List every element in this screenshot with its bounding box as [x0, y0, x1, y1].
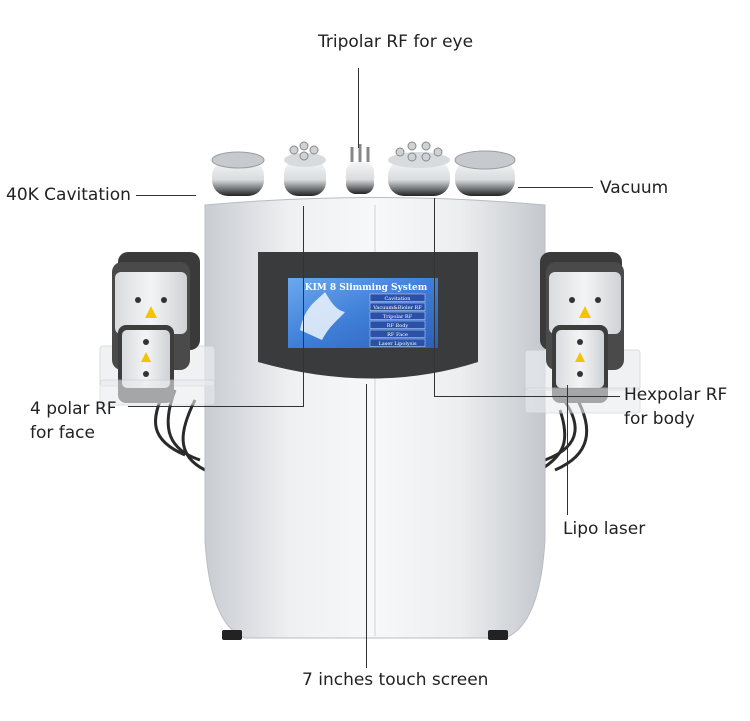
label-hexpolar-line1: Hexpolar RF: [624, 385, 728, 405]
foot-right: [488, 630, 508, 640]
label-4polar-line2: for face: [30, 423, 95, 443]
label-4polar-line1: 4 polar RF: [30, 399, 117, 419]
handpiece-vacuum: [454, 150, 516, 196]
handpiece-hexpolar: [388, 141, 450, 196]
screen-menu-button: [369, 338, 426, 347]
screen-menu-label: RF Face: [387, 332, 408, 338]
label-lipo: Lipo laser: [563, 519, 646, 539]
foot-left: [222, 630, 242, 640]
laser-pad-right: [524, 252, 641, 414]
screen-menu-button: [369, 302, 426, 311]
line-vacuum-h: [518, 187, 593, 188]
handpiece-cavitation: [211, 151, 265, 196]
label-tripolar: Tripolar RF for eye: [318, 32, 474, 52]
screen-menu-label: Laser Lipolysis: [378, 341, 417, 347]
screen-menu-label: Tripolar RF: [383, 314, 413, 320]
screen-menu-button: [369, 311, 426, 320]
line-4polar-v: [303, 206, 304, 406]
label-hexpolar-line2: for body: [624, 409, 695, 429]
screen-title: KIM 8 Slimming System: [305, 283, 428, 293]
line-tripolar: [358, 68, 359, 148]
line-lipo: [567, 385, 568, 515]
screen-menu-label: Vacuum&Bioler RF: [372, 305, 422, 311]
handpiece-4polar: [284, 141, 326, 196]
screen-menu-button: [369, 293, 426, 302]
label-vacuum: Vacuum: [600, 178, 669, 198]
label-cavitation: 40K Cavitation: [6, 185, 131, 205]
screen-menu-label: RF Body: [387, 323, 409, 329]
line-hexpolar-v: [434, 198, 435, 396]
screen-menu-button: [369, 329, 426, 338]
laser-pad-left: [99, 252, 216, 406]
label-screen: 7 inches touch screen: [302, 670, 489, 690]
screen-menu-button: [369, 320, 426, 329]
screen-menu-label: Cavitation: [384, 296, 411, 302]
line-cavitation: [136, 195, 196, 196]
handpiece-tripolar: [346, 144, 374, 194]
line-screen: [366, 384, 367, 668]
screen-figure: [300, 292, 345, 340]
line-hexpolar-h: [434, 396, 620, 397]
line-4polar-h: [128, 406, 304, 407]
